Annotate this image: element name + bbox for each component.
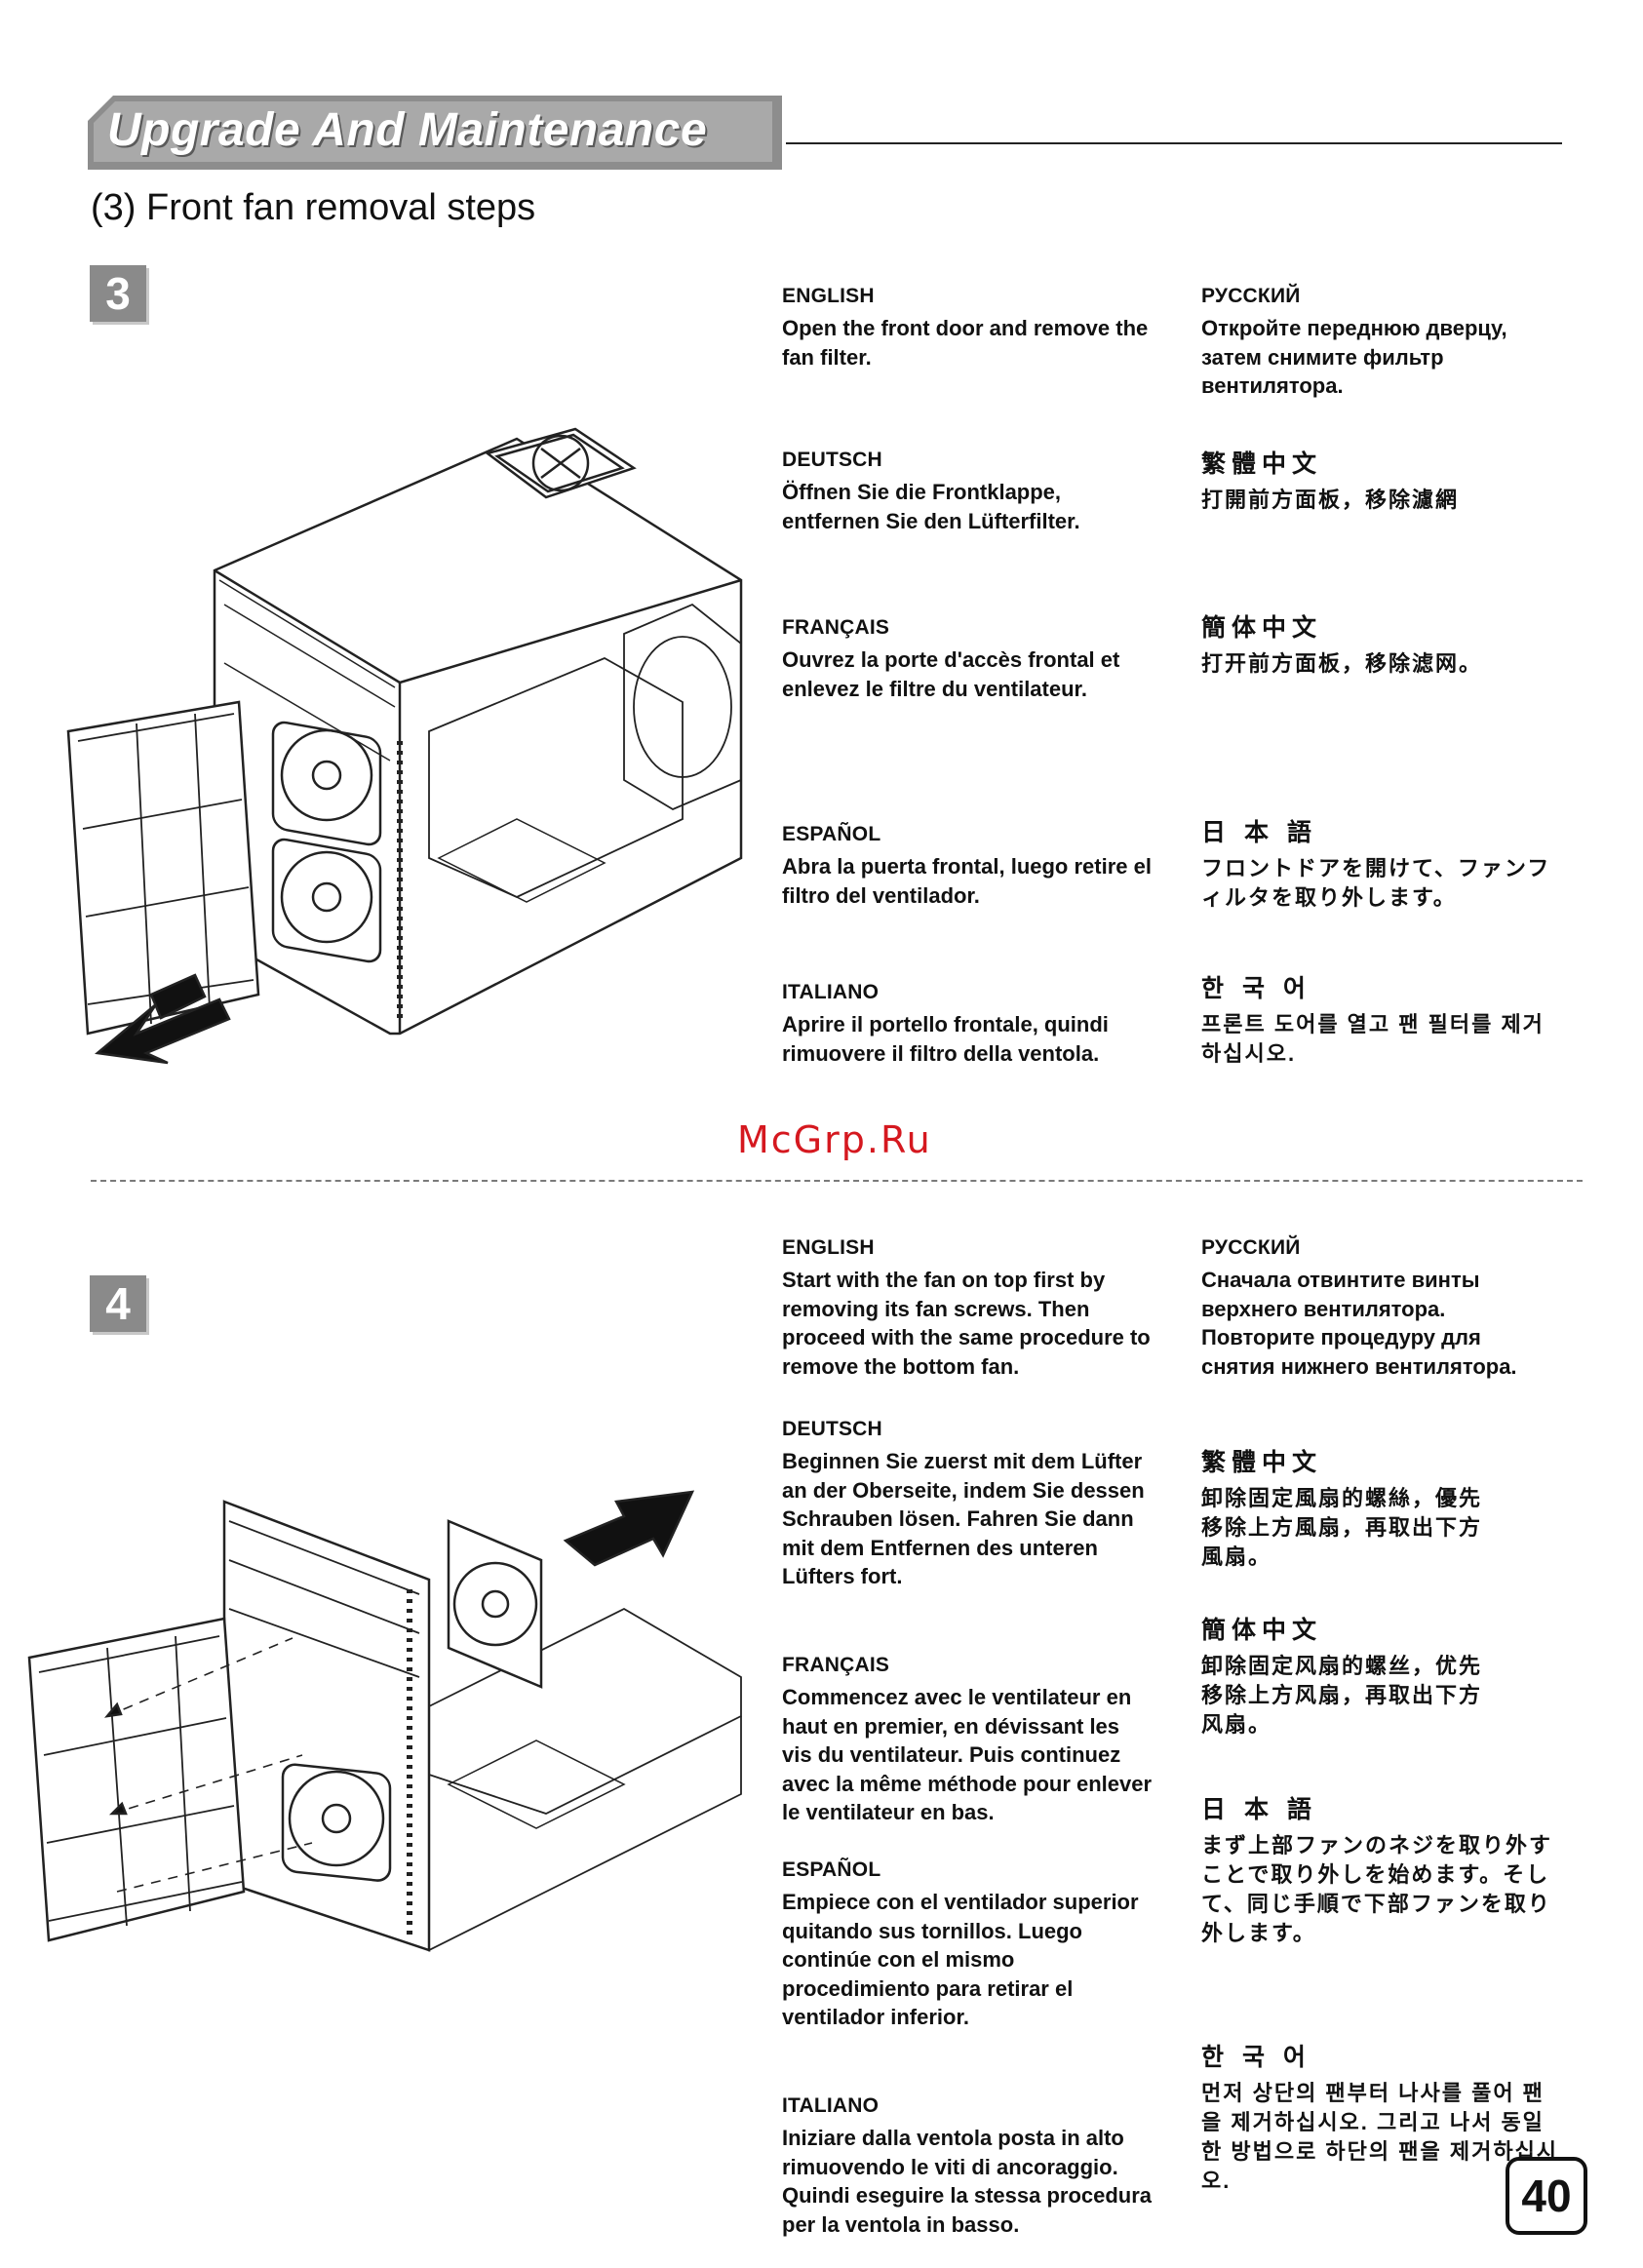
step-4-text-korean: 먼저 상단의 팬부터 나사를 풀어 팬을 제거하십시오. 그리고 나서 동일한 … (1201, 2081, 1559, 2193)
step-4-text-deutsch: Beginnen Sie zuerst mit dem Lüfter an de… (782, 1449, 1145, 1588)
step-4-lang-traditional-chinese: 繁體中文 (1201, 1449, 1323, 1476)
step-4-text-russian: Сначала отвинтите винты верхнего вентиля… (1201, 1268, 1517, 1379)
step-4-lang-espanol: ESPAÑOL (782, 1858, 881, 1881)
step-3-lang-russian: РУССКИЙ (1201, 285, 1301, 307)
step-3-text-italiano: Aprire il portello frontale, quindi rimu… (782, 1012, 1109, 1066)
step-3-text-francais: Ouvrez la porte d'accès frontal et enlev… (782, 647, 1120, 701)
step-3-text-espanol: Abra la puerta frontal, luego retire el … (782, 854, 1152, 908)
step-3-text-traditional-chinese: 打開前方面板，移除濾網 (1201, 488, 1460, 512)
step-3-lang-japanese: 日 本 語 (1201, 819, 1317, 846)
step-3-text-russian: Откройте переднюю дверцу, затем снимите … (1201, 316, 1507, 398)
step-4-text-english: Start with the fan on top first by remov… (782, 1268, 1151, 1379)
step-4-text-francais: Commencez avec le ventilateur en haut en… (782, 1685, 1153, 1824)
step-3-text-korean: 프론트 도어를 열고 팬 필터를 제거하십시오. (1201, 1012, 1545, 1066)
step-3-lang-deutsch: DEUTSCH (782, 449, 882, 471)
step-3-text-deutsch: Öffnen Sie die Frontklappe, entfernen Si… (782, 480, 1080, 533)
step-4-lang-deutsch: DEUTSCH (782, 1418, 882, 1440)
step-3-text-japanese: フロントドアを開けて、ファンフィルタを取り外します。 (1201, 856, 1551, 910)
step-4-text-japanese: まず上部ファンのネジを取り外すことで取り外しを始めます。そして、同じ手順で下部フ… (1201, 1833, 1553, 1945)
header-tab (88, 96, 782, 170)
step-4-badge: 4 (90, 1275, 146, 1332)
step-3-lang-espanol: ESPAÑOL (782, 823, 881, 845)
header-rule (786, 142, 1562, 144)
page-number: 40 (1506, 2157, 1587, 2235)
step-4-illustration (27, 1490, 742, 1952)
step-4-lang-japanese: 日 本 語 (1201, 1796, 1317, 1823)
step-3-text-simplified-chinese: 打开前方面板，移除滤网。 (1201, 651, 1483, 676)
step-3-lang-korean: 한 국 어 (1201, 975, 1311, 1002)
step-3-lang-english: ENGLISH (782, 285, 875, 307)
section-divider (91, 1180, 1583, 1182)
page-title: Upgrade And Maintenance (107, 104, 708, 156)
step-4-text-simplified-chinese: 卸除固定风扇的螺丝，优先移除上方风扇，再取出下方风扇。 (1201, 1654, 1483, 1737)
step-4-lang-francais: FRANÇAIS (782, 1654, 890, 1676)
watermark: McGrp.Ru (737, 1118, 932, 1161)
section-title: (3) Front fan removal steps (91, 187, 536, 228)
step-4-text-italiano: Iniziare dalla ventola posta in alto rim… (782, 2126, 1153, 2237)
step-3-lang-traditional-chinese: 繁體中文 (1201, 450, 1323, 478)
step-4-lang-simplified-chinese: 簡体中文 (1201, 1617, 1323, 1644)
step-4-text-traditional-chinese: 卸除固定風扇的螺絲，優先移除上方風扇，再取出下方風扇。 (1201, 1486, 1483, 1569)
step-3-badge: 3 (90, 265, 146, 322)
step-3-text-english: Open the front door and remove the fan f… (782, 316, 1149, 370)
step-4-lang-italiano: ITALIANO (782, 2094, 880, 2117)
step-3-illustration (66, 427, 743, 1065)
step-4-lang-english: ENGLISH (782, 1236, 875, 1259)
step-3-lang-italiano: ITALIANO (782, 981, 880, 1003)
step-4-lang-korean: 한 국 어 (1201, 2044, 1311, 2071)
step-4-lang-russian: РУССКИЙ (1201, 1236, 1301, 1259)
step-3-lang-simplified-chinese: 簡体中文 (1201, 614, 1323, 642)
step-4-text-espanol: Empiece con el ventilador superior quita… (782, 1890, 1139, 2029)
step-3-lang-francais: FRANÇAIS (782, 616, 890, 639)
